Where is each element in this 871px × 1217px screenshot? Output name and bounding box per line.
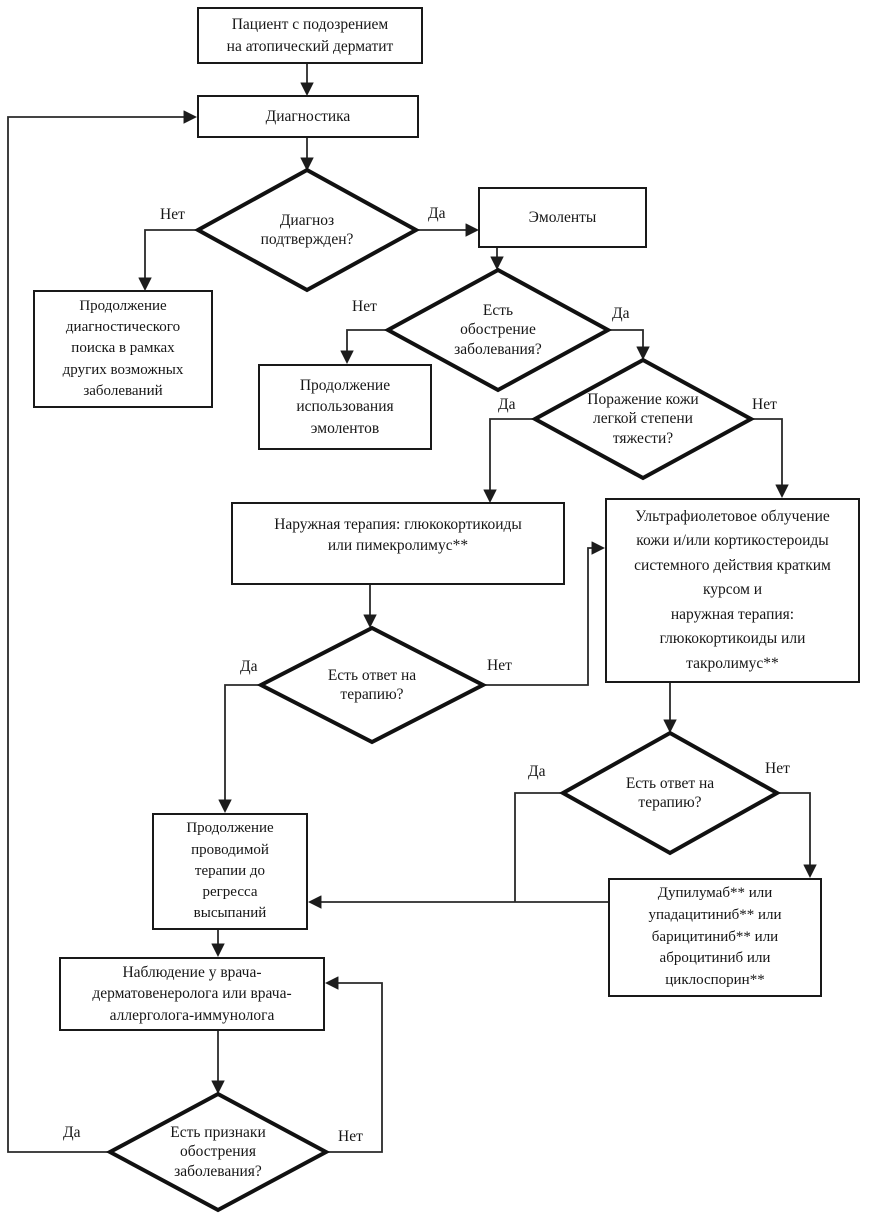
edge-label-d4-no: Нет: [487, 657, 512, 674]
edge-d2-no-to-continue-emollients: [340, 329, 388, 365]
edge-label-d4-yes: Да: [240, 658, 258, 675]
decision-response-left-shape: [256, 625, 488, 745]
edge-d6-no-to-observation: [324, 976, 383, 1153]
node-topical-therapy-label: Наружная терапия: глюкокортикоиды или пи…: [274, 516, 522, 555]
edge-label-d3-yes: Да: [498, 396, 516, 413]
edge-label-d2-yes: Да: [612, 305, 630, 322]
node-continue-diagnostic-search-label: Продолжение диагностического поиска в ра…: [62, 297, 184, 399]
node-uv-therapy: Ультрафиолетовое облучение кожи и/или ко…: [605, 498, 860, 683]
edge-label-d6-yes: Да: [63, 1124, 81, 1141]
node-patient: Пациент с подозрением на атопический дер…: [197, 7, 423, 64]
edge-label-d2-no: Нет: [352, 298, 377, 315]
edge-label-d1-no: Нет: [160, 206, 185, 223]
node-observation: Наблюдение у врача- дерматовенеролога ил…: [59, 957, 325, 1031]
edge-d5-yes-join: [514, 792, 563, 902]
node-continue-until-regress-label: Продолжение проводимой терапии до регрес…: [186, 820, 274, 922]
decision-mild-severity-shape: [530, 357, 756, 481]
decision-relapse-signs-shape: [105, 1091, 331, 1213]
node-emollients: Эмоленты: [478, 187, 647, 248]
decision-response-right-shape: [558, 730, 782, 856]
edge-d3-no-to-uv: [751, 418, 789, 499]
node-systemic-drugs-label: Дупилумаб** или упадацитиниб** или бариц…: [648, 885, 782, 989]
node-continue-diagnostic-search: Продолжение диагностического поиска в ра…: [33, 290, 213, 408]
edge-d3-yes-to-topical: [483, 418, 535, 504]
edge-label-d3-no: Нет: [752, 396, 777, 413]
node-diagnostics-label: Диагностика: [265, 107, 351, 125]
node-continue-emollients-label: Продолжение использования эмолентов: [296, 376, 394, 437]
node-continue-emollients: Продолжение использования эмолентов: [258, 364, 432, 450]
node-diagnostics: Диагностика: [197, 95, 419, 138]
node-observation-label: Наблюдение у врача- дерматовенеролога ил…: [92, 963, 292, 1024]
edge-d5-no-to-systemic: [777, 792, 817, 879]
edge-label-d5-yes: Да: [528, 763, 546, 780]
edge-d4-yes-to-continue-therapy: [218, 684, 261, 814]
edge-d6-yes-to-diagnostics: [7, 110, 198, 1153]
node-continue-until-regress: Продолжение проводимой терапии до регрес…: [152, 813, 308, 930]
edge-label-d6-no: Нет: [338, 1128, 363, 1145]
edge-label-d1-yes: Да: [428, 205, 446, 222]
edge-d4-no-to-uv: [483, 541, 606, 686]
node-patient-label: Пациент с подозрением на атопический дер…: [226, 16, 394, 55]
decision-diagnosis-confirmed-shape: [193, 167, 421, 293]
node-topical-therapy: Наружная терапия: глюкокортикоиды или пи…: [231, 502, 565, 585]
node-systemic-drugs: Дупилумаб** или упадацитиниб** или бариц…: [608, 878, 822, 997]
edge-label-d5-no: Нет: [765, 760, 790, 777]
node-uv-therapy-label: Ультрафиолетовое облучение кожи и/или ко…: [634, 507, 831, 672]
edge-d1-no-to-continue-search: [138, 229, 198, 292]
node-emollients-label: Эмоленты: [528, 208, 597, 226]
edge-d2-yes-to-d3: [608, 329, 650, 361]
decision-exacerbation-shape: [383, 267, 613, 393]
